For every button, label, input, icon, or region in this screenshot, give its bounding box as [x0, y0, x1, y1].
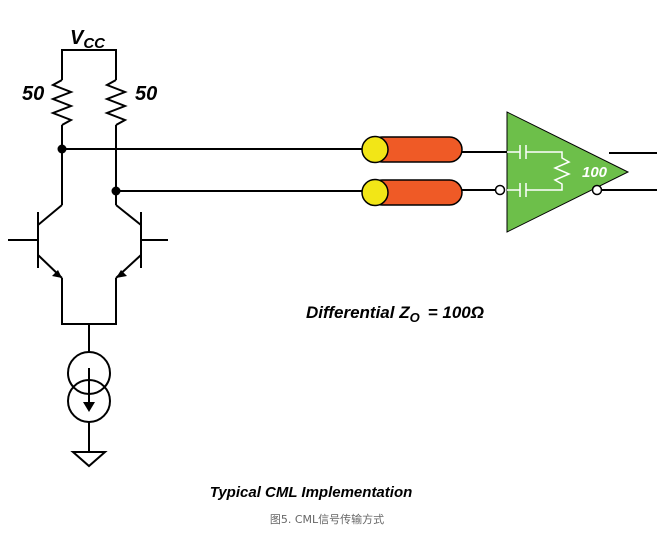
resistor-right-label: 50 — [135, 83, 157, 105]
figure-caption: 图5. CML信号传输方式 — [270, 512, 384, 526]
right-transistor — [115, 204, 168, 279]
vcc-label: VCC — [70, 27, 106, 52]
cable-top — [361, 135, 463, 164]
inverting-bubble-input — [494, 184, 506, 196]
load-resistor-right — [104, 79, 128, 126]
resistor-left-label: 50 — [22, 83, 44, 105]
ground-icon — [70, 451, 108, 468]
differential-impedance-label: Differential ZO= 100Ω — [306, 303, 484, 325]
current-source-icon — [67, 351, 111, 423]
cable-bottom — [361, 178, 463, 207]
left-transistor — [8, 204, 63, 279]
vcc-rail — [61, 49, 117, 80]
diagram-title: Typical CML Implementation — [210, 484, 413, 501]
junction-dot-bottom — [111, 186, 121, 196]
inverting-bubble-output — [591, 184, 603, 196]
load-resistor-left — [50, 79, 74, 126]
receiver-buffer — [506, 111, 630, 233]
termination-label: 100 — [582, 164, 608, 181]
junction-dot-top — [57, 144, 67, 154]
emitter-tail — [61, 278, 117, 325]
